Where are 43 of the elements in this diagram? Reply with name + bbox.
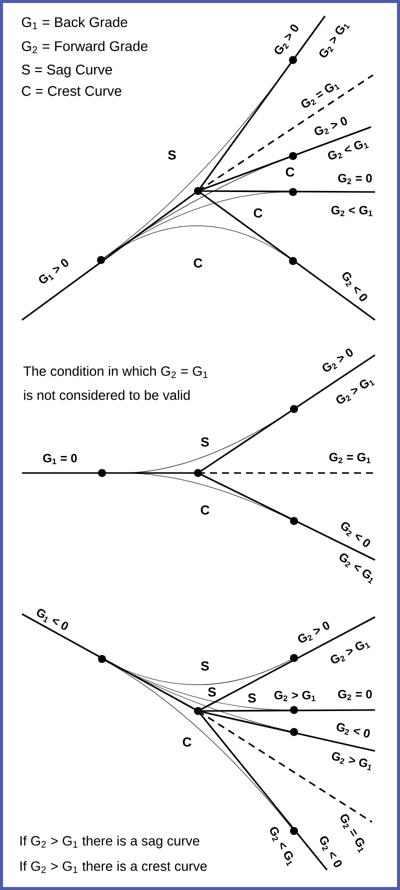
grade-label: G$_{2}$ > G$_{1}$ [332,752,371,771]
note-text: is not considered to be valid [24,390,190,400]
curve-label: C [200,505,210,515]
definition-text: C = Crest Curve [22,86,122,96]
grade-label: G$_{2}$ < 0 [320,836,342,868]
grade-label: G$_{2}$ > G$_{1}$ [336,380,375,404]
definition-text: G$_{1}$ = Back Grade [22,16,128,30]
grade-label: G$_{1}$ > 0 [39,258,68,284]
grade-label: G$_{2}$ < G$_{1}$ [340,553,373,584]
grade-label: G$_{2}$ > G$_{1}$ [330,641,370,664]
grade-label: G$_{2}$ < G$_{1}$ [270,826,293,866]
grade-label: G$_{1}$ = 0 [43,454,77,464]
definition-text: S = Sag Curve [22,64,112,78]
grade-label: G$_{2}$ = G$_{1}$ [329,452,370,464]
curve-label: C [194,258,202,268]
grade-label: G$_{2}$ < G$_{1}$ [328,140,369,160]
curve-label: S [201,661,209,671]
grade-label: G$_{2}$ > 0 [298,622,330,643]
curve-label: C [182,737,192,747]
curve-label: S [208,687,216,697]
grade-label: G$_{2}$ = 0 [338,174,372,184]
grade-label: G$_{2}$ > 0 [322,348,353,372]
grade-label: G$_{2}$ < 0 [336,723,370,738]
grade-label: G$_{2}$ > G$_{1}$ [319,24,350,58]
definition-text: G$_{2}$ = Forward Grade [22,40,148,54]
grade-label: G$_{2}$ > G$_{1}$ [274,690,316,702]
curve-label: S [248,693,256,703]
note-text: If G$_{2}$ > G$_{1}$ there is a crest curve [20,861,207,873]
grade-label: G$_{2}$ = G$_{1}$ [340,814,364,853]
grade-label: G$_{2}$ < 0 [342,272,368,302]
note-text: If G$_{2}$ > G$_{1}$ there is a sag curve [20,836,200,848]
grade-label: G$_{2}$ < 0 [341,522,370,547]
grade-label: G$_{2}$ < G$_{1}$ [331,206,372,216]
grade-label: G$_{2}$ > 0 [314,117,347,136]
grade-label: G$_{2}$ > 0 [274,24,298,54]
curve-label: C [286,167,294,177]
curve-label: S [201,437,209,447]
note-text: The condition in which G$_{2}$ = G$_{1}$ [24,366,208,378]
curve-label: S [168,150,176,160]
grade-label: G$_{2}$ = G$_{1}$ [301,84,340,108]
curve-label: C [254,208,262,218]
grade-label: G$_{1}$ < 0 [36,608,68,630]
grade-label: G$_{2}$ = 0 [338,690,372,700]
